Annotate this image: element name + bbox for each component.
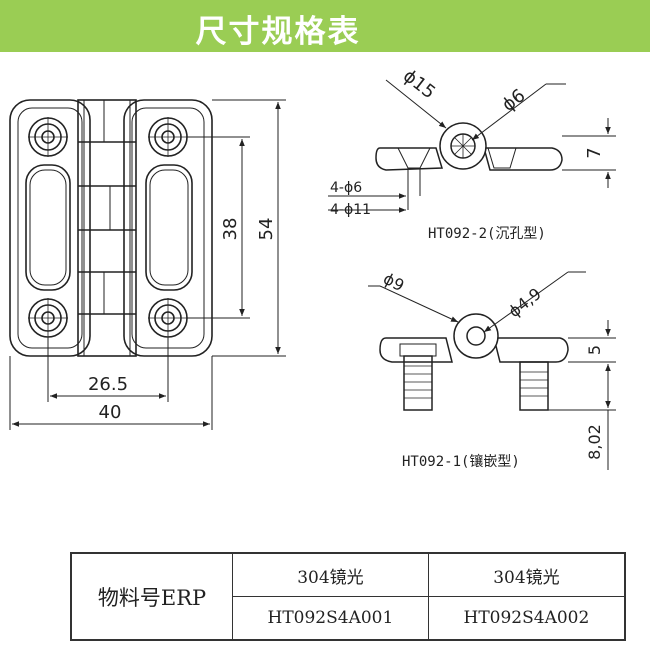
side-view-ht092-1 bbox=[379, 313, 569, 411]
side-view-ht092-2 bbox=[375, 122, 563, 172]
dim-height-54: 54 bbox=[256, 218, 277, 241]
caption-ht092-1: HT092-1(镶嵌型) bbox=[402, 453, 520, 470]
dim-holes-4-phi-11: 4-ϕ11 bbox=[330, 202, 371, 218]
finish-cell-1: 304镜光 bbox=[232, 552, 429, 597]
title-banner: 尺寸规格表 bbox=[0, 0, 650, 52]
stud-right bbox=[519, 361, 549, 411]
dim-phi-9: ϕ9 bbox=[380, 269, 407, 296]
knuckle-outer-ht092-1 bbox=[453, 313, 499, 359]
finish-cell-2: 304镜光 bbox=[427, 552, 626, 597]
dim-width-40: 40 bbox=[99, 402, 122, 423]
dim-thickness-5: 5 bbox=[585, 345, 604, 355]
stud-left bbox=[403, 355, 433, 411]
dim-holes-4-phi-6: 4-ϕ6 bbox=[330, 180, 362, 196]
erp-code-table: 物料号ERP 304镜光 304镜光 HT092S4A001 HT092S4A0… bbox=[70, 552, 626, 641]
dim-phi-6: ϕ6 bbox=[498, 85, 529, 116]
dim-hole-spacing-26-5: 26.5 bbox=[88, 374, 128, 395]
page-title: 尺寸规格表 bbox=[195, 14, 361, 50]
front-view bbox=[9, 99, 213, 357]
erp-row-header: 物料号ERP bbox=[70, 552, 233, 641]
left-plate bbox=[9, 99, 91, 357]
dim-phi-4-9: ϕ4,9 bbox=[505, 284, 545, 321]
erp-code-cell-1: HT092S4A001 bbox=[232, 596, 429, 641]
left-slot bbox=[25, 164, 71, 291]
dim-stud-8-02: 8,02 bbox=[585, 424, 604, 460]
caption-ht092-2: HT092-2(沉孔型) bbox=[428, 226, 546, 242]
dim-phi-15: ϕ15 bbox=[399, 65, 439, 103]
dim-hole-spacing-38: 38 bbox=[220, 218, 241, 241]
dim-thickness-7: 7 bbox=[584, 147, 605, 158]
erp-code-cell-2: HT092S4A002 bbox=[427, 596, 626, 641]
front-view-dimensions bbox=[9, 99, 286, 430]
right-slot bbox=[145, 164, 193, 291]
hinge-knuckles bbox=[77, 99, 137, 357]
ht092-1-dimensions bbox=[368, 271, 616, 470]
ht092-2-dimensions bbox=[328, 79, 616, 213]
